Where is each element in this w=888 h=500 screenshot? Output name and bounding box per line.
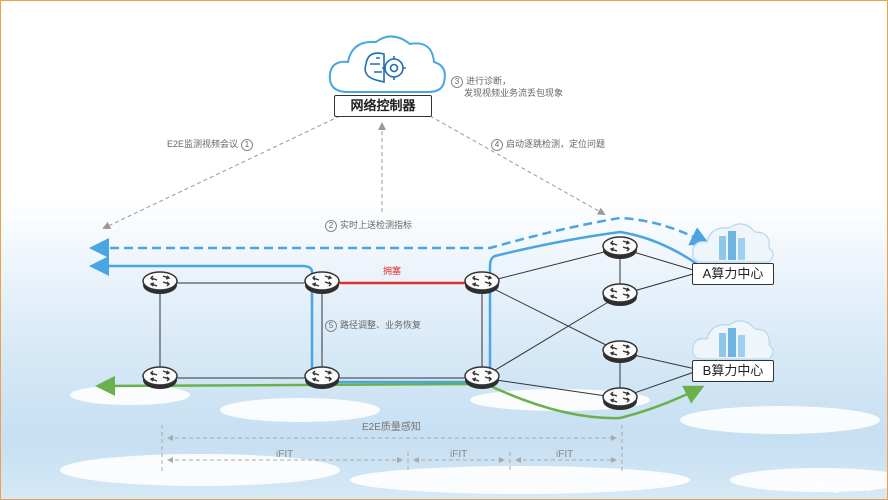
router-4	[142, 366, 178, 390]
router-3	[464, 271, 500, 295]
green-path-right	[481, 380, 705, 420]
network-controller-label: 网络控制器	[334, 95, 432, 117]
step-2-text: 实时上送检测指标	[340, 220, 413, 230]
router-7	[602, 236, 638, 260]
original-path-dashed	[89, 216, 701, 258]
datacenter-a-cloud-icon	[692, 223, 774, 263]
router-1	[142, 271, 178, 295]
step-2-number: 2	[325, 220, 337, 232]
step-1-number: 1	[241, 139, 254, 151]
brain-gear-icon	[328, 35, 446, 93]
router-8	[602, 283, 638, 307]
step-5-number: 5	[325, 320, 337, 332]
step-5-text: 路径调整、业务恢复	[340, 320, 422, 330]
rerouted-path	[89, 230, 701, 384]
router-6	[464, 366, 500, 390]
router-9	[602, 340, 638, 364]
controller-to-left-arrow	[102, 115, 341, 230]
step-4-text: 启动逐跳检测，定位问题	[506, 139, 606, 149]
ifit-label-2: iFIT	[450, 449, 468, 460]
ifit-label-1: iFIT	[276, 449, 294, 460]
router-10	[602, 387, 638, 411]
congestion-label: 拥塞	[383, 266, 402, 276]
datacenter-b-label: B算力中心	[692, 360, 774, 382]
e2e-quality-label: E2E质量感知	[362, 422, 421, 433]
router-2	[304, 271, 340, 295]
controller-to-right-arrow	[429, 115, 606, 215]
step-3-number: 3	[451, 76, 463, 88]
ifit-label-3: iFIT	[556, 449, 574, 460]
watermark: CSDN @RZer	[784, 478, 878, 494]
datacenter-b-cloud-icon	[692, 320, 774, 360]
step-1-text: E2E监测视频会议	[167, 139, 239, 149]
datacenter-a-label: A算力中心	[692, 263, 774, 285]
step-4-number: 4	[491, 139, 503, 151]
step-3-line2: 发现视频业务流丢包现象	[464, 88, 564, 98]
step-3-line1: 进行诊断，	[466, 76, 512, 86]
network-links	[159, 247, 701, 399]
router-5	[304, 366, 340, 390]
